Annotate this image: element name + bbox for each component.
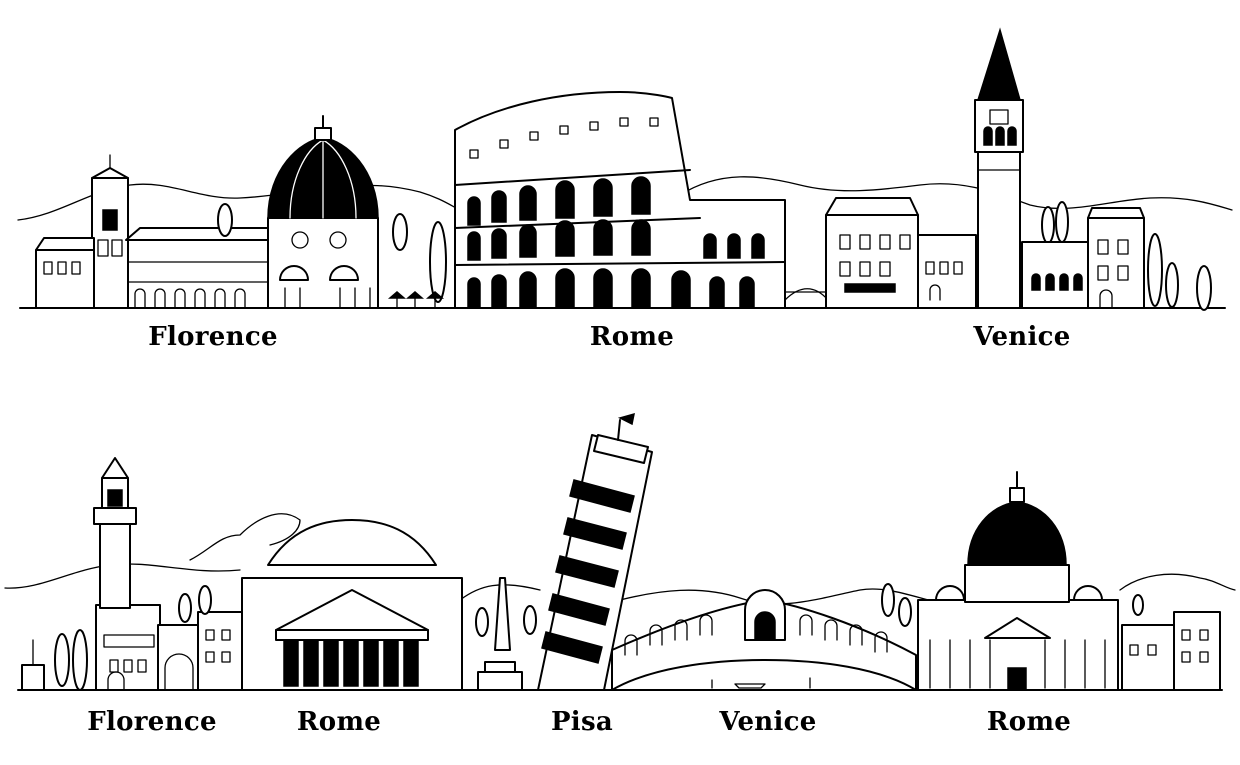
label-venice-bottom: Venice (719, 707, 817, 737)
label-rome-bottom-2: Rome (986, 707, 1072, 737)
colosseum-icon (454, 91, 786, 309)
bottom-skyline (4, 412, 1236, 691)
cafe-umbrellas-top (387, 291, 445, 309)
label-pisa-bottom: Pisa (550, 707, 614, 737)
florence-buildings-top (35, 227, 271, 309)
florence-buildings-bottom (21, 585, 243, 691)
top-skyline (17, 27, 1233, 311)
label-rome-bottom-1: Rome (296, 707, 382, 737)
pantheon-icon (241, 519, 463, 691)
florence-cathedral-dome-icon (267, 115, 379, 309)
label-florence-bottom: Florence (87, 707, 217, 737)
florence-palazzo-tower-top (91, 154, 129, 309)
cypress-trees-top (217, 201, 1212, 311)
label-rome-top: Rome (589, 322, 675, 352)
rialto-bridge-icon (611, 589, 917, 691)
palazzo-vecchio-tower-icon (93, 457, 161, 691)
leaning-tower-of-pisa-icon (537, 412, 653, 691)
st-peters-basilica-icon (881, 471, 1221, 691)
label-florence-top: Florence (148, 322, 278, 352)
label-venice-top: Venice (973, 322, 1071, 352)
venice-buildings-top (784, 197, 1145, 309)
st-marks-campanile-icon (974, 27, 1024, 309)
obelisk-fountain-icon (475, 577, 537, 691)
